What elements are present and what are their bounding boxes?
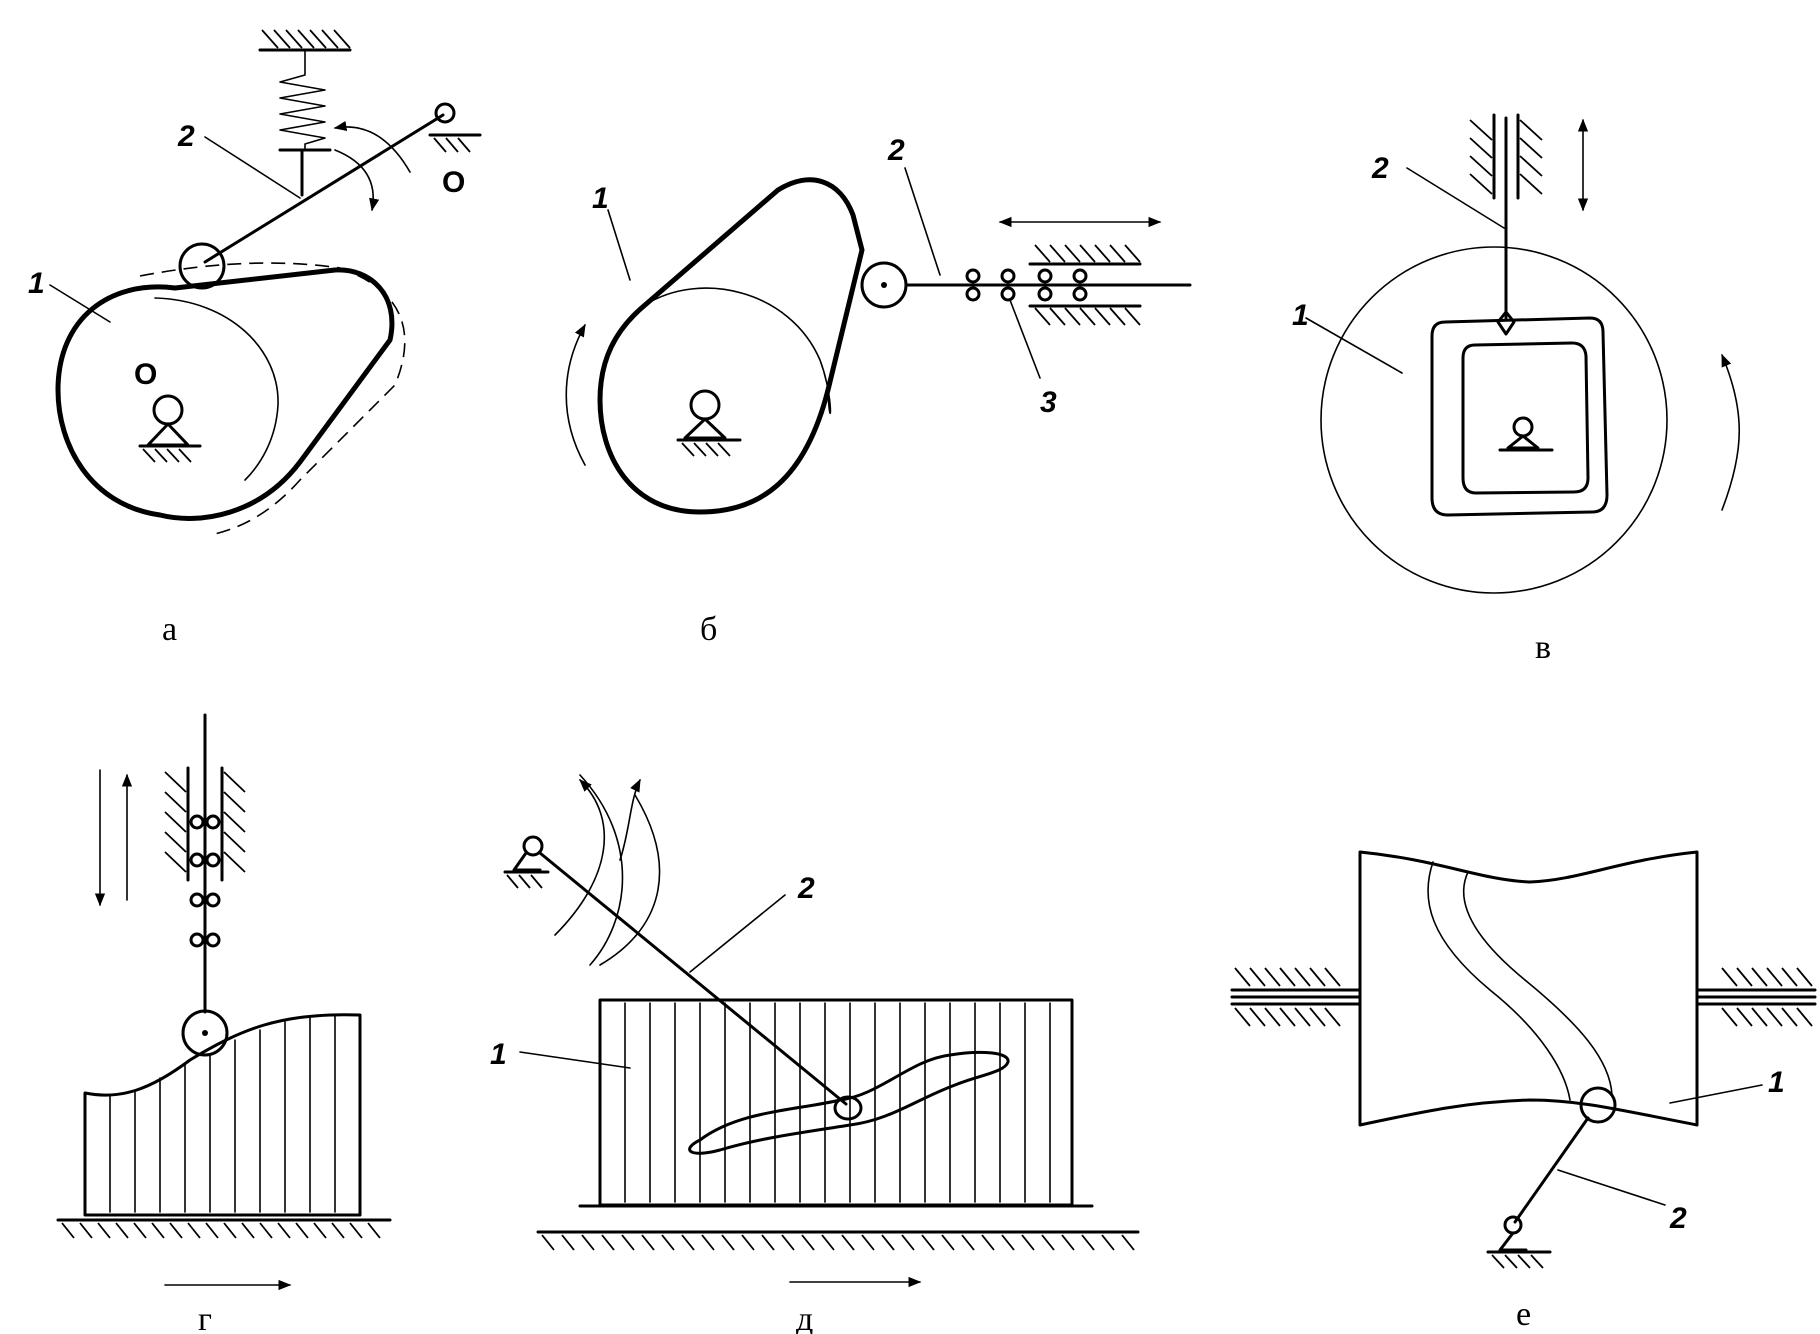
arrow-icon xyxy=(333,120,411,173)
panel-g: г xyxy=(56,713,392,1334)
panel-d: 2 1 д xyxy=(490,774,1140,1334)
cam-profile xyxy=(55,267,395,521)
hatched-support-icon xyxy=(258,29,352,52)
fixed-pivot-icon xyxy=(428,102,482,153)
label-follower: 2 xyxy=(1371,152,1389,185)
label-follower: 2 xyxy=(177,120,195,153)
roller-icon xyxy=(1579,1086,1617,1124)
label-follower: 2 xyxy=(887,134,905,167)
panel-b: 2 3 1 б xyxy=(565,134,1192,648)
caption-d: д xyxy=(796,1301,813,1334)
label-cam: 1 xyxy=(1292,299,1309,332)
label-follower: 2 xyxy=(797,872,815,905)
hatched-support-icon xyxy=(164,766,246,882)
hatched-support-icon xyxy=(1230,967,1362,1027)
arrow-icon xyxy=(565,323,586,466)
pivot-label: O xyxy=(442,166,465,199)
label-cam: 1 xyxy=(592,182,609,215)
roller-icon xyxy=(833,1095,863,1121)
guide-rollers xyxy=(965,268,1088,302)
label-cam: 1 xyxy=(490,1038,507,1071)
guide-rollers xyxy=(189,814,221,948)
cam-profile xyxy=(597,177,865,515)
cam-axis-label: O xyxy=(134,358,157,391)
cam-groove-inner xyxy=(1461,341,1590,495)
panel-e: 2 1 е xyxy=(1230,850,1817,1333)
fixed-pivot-icon xyxy=(503,835,550,889)
cam-profile xyxy=(1358,850,1699,1127)
arrow-icon xyxy=(554,779,606,936)
label-cam: 1 xyxy=(28,267,45,300)
caption-a: а xyxy=(162,611,177,648)
spring-icon xyxy=(278,49,332,197)
cam-profile xyxy=(83,1013,362,1217)
label-guide-rollers: 3 xyxy=(1040,386,1057,419)
cam-disc xyxy=(1320,246,1668,594)
panel-v: 2 1 в xyxy=(1292,113,1740,666)
label-follower: 2 xyxy=(1669,1202,1687,1235)
cam-groove-outer xyxy=(1430,316,1609,517)
follower-arm xyxy=(203,113,445,264)
label-cam: 1 xyxy=(1768,1066,1785,1099)
arrow-icon xyxy=(619,778,641,861)
caption-g: г xyxy=(198,1301,212,1334)
panel-a: O 2 O 1 а xyxy=(28,29,482,648)
hatched-support-icon xyxy=(1469,113,1543,200)
arrow-icon xyxy=(334,149,380,212)
cam-groove xyxy=(688,1050,1010,1155)
follower-arm xyxy=(538,851,848,1106)
roller-icon xyxy=(178,242,226,290)
caption-e: е xyxy=(1516,1296,1531,1333)
caption-v: в xyxy=(1535,629,1551,666)
arrow-icon xyxy=(1721,353,1740,511)
hatched-support-icon xyxy=(1028,244,1142,326)
fixed-pivot-icon xyxy=(1486,1215,1552,1269)
roller-icon xyxy=(181,1009,229,1057)
follower-arm xyxy=(1513,1116,1590,1224)
hatched-support-icon xyxy=(1696,967,1817,1027)
caption-b: б xyxy=(700,611,717,648)
